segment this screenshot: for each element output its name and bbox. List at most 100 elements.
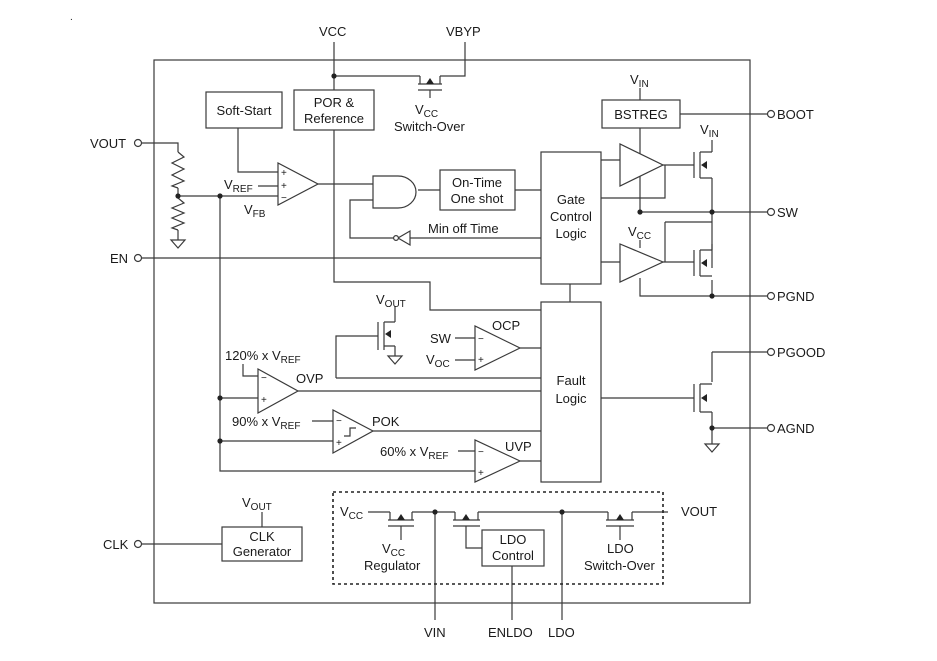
low-side-mosfet bbox=[688, 244, 713, 277]
vin-highside-label: VIN bbox=[700, 122, 719, 140]
pin-label-vout-left: VOUT bbox=[90, 136, 126, 151]
bstreg-label: BSTREG bbox=[614, 107, 667, 122]
ocp-sw-label: SW bbox=[430, 331, 452, 346]
vin-bstreg-label: VIN bbox=[630, 72, 649, 90]
gate-label-3: Logic bbox=[555, 226, 587, 241]
por-reference-block: POR & Reference bbox=[293, 89, 375, 131]
on-time-label-2: One shot bbox=[451, 191, 504, 206]
vcc-lowside-label: VCC bbox=[628, 224, 651, 242]
vout-clk-label: VOUT bbox=[242, 495, 272, 513]
vcc-regulator-mosfet bbox=[388, 512, 414, 527]
clk-gen-label-2: Generator bbox=[233, 544, 292, 559]
pin-label-pgnd: PGND bbox=[777, 289, 815, 304]
svg-text:+: + bbox=[478, 468, 484, 479]
pin-label-boot: BOOT bbox=[777, 107, 814, 122]
on-time-label-1: On-Time bbox=[452, 175, 502, 190]
svg-text:+: + bbox=[336, 438, 342, 449]
clk-generator-block: CLK Generator bbox=[221, 526, 303, 562]
soft-start-label: Soft-Start bbox=[217, 103, 272, 118]
ldo-ctrl-label-2: Control bbox=[492, 548, 534, 563]
vref-label: VREF bbox=[224, 177, 253, 195]
pin-label-enldo: ENLDO bbox=[488, 625, 533, 640]
pin-label-vbyp: VBYP bbox=[446, 24, 481, 39]
junction-dots bbox=[175, 73, 715, 515]
pin-label-ldo: LDO bbox=[548, 625, 575, 640]
min-off-buffer bbox=[393, 229, 411, 247]
pin-pgood bbox=[766, 347, 776, 357]
uvp-ref-label: 60% x VREF bbox=[380, 444, 448, 462]
voc-label: VOC bbox=[426, 352, 450, 370]
pin-label-vin: VIN bbox=[424, 625, 446, 640]
pin-label-agnd: AGND bbox=[777, 421, 815, 436]
pok-label: POK bbox=[372, 414, 400, 429]
on-time-block: On-Time One shot bbox=[439, 169, 516, 211]
ldo-ctrl-label-1: LDO bbox=[500, 532, 527, 547]
ldo-pass-mosfet bbox=[453, 512, 480, 527]
pin-label-vout-ldo: VOUT bbox=[681, 504, 717, 519]
svg-text:+: + bbox=[281, 168, 287, 179]
por-label-2: Reference bbox=[304, 111, 364, 126]
high-side-driver bbox=[619, 143, 665, 187]
soft-start-block: Soft-Start bbox=[205, 91, 283, 129]
vcc-switchover-label: Switch-Over bbox=[394, 119, 465, 134]
ocp-label: OCP bbox=[492, 318, 520, 333]
pin-label-vcc: VCC bbox=[319, 24, 346, 39]
pin-agnd bbox=[766, 423, 776, 433]
vfb-label: VFB bbox=[244, 202, 266, 220]
svg-text:+: + bbox=[261, 395, 267, 406]
ground-symbol-agnd bbox=[703, 443, 721, 453]
corner-mark: . bbox=[70, 12, 73, 23]
ocp-comparator: − + bbox=[474, 325, 522, 371]
vcc-regulator-vcc: VCC bbox=[382, 541, 405, 559]
pin-label-pgood: PGOOD bbox=[777, 345, 825, 360]
wires bbox=[142, 42, 767, 620]
ldo-section-outline bbox=[332, 491, 664, 585]
error-amplifier: + + − bbox=[277, 162, 320, 206]
ldo-switchover-mosfet bbox=[606, 512, 634, 527]
ldo-control-block: LDO Control bbox=[481, 529, 545, 567]
svg-text:−: − bbox=[478, 447, 484, 458]
ovp-label: OVP bbox=[296, 371, 323, 386]
pin-label-en: EN bbox=[110, 251, 128, 266]
vcc-ldo-input-label: VCC bbox=[340, 504, 363, 522]
svg-text:+: + bbox=[281, 181, 287, 192]
high-side-mosfet bbox=[688, 151, 712, 179]
vcc-switchover-mosfet bbox=[418, 76, 442, 98]
pin-boot bbox=[766, 109, 776, 119]
pin-sw bbox=[766, 207, 776, 217]
pgood-mosfet bbox=[688, 383, 712, 413]
ldo-switchover-label-1: LDO bbox=[607, 541, 634, 556]
fault-label-2: Logic bbox=[555, 391, 587, 406]
pin-label-sw: SW bbox=[777, 205, 799, 220]
low-side-driver bbox=[619, 243, 665, 283]
min-off-time-label: Min off Time bbox=[428, 221, 499, 236]
por-label-1: POR & bbox=[314, 95, 355, 110]
gate-control-logic-block: Gate Control Logic bbox=[540, 151, 602, 285]
vout-ocp-label: VOUT bbox=[376, 292, 406, 310]
gate-label-1: Gate bbox=[557, 192, 585, 207]
pin-clk bbox=[133, 539, 143, 549]
chip-outline bbox=[153, 59, 751, 604]
ovp-comparator: − + bbox=[257, 367, 300, 415]
feedback-resistor-top bbox=[170, 151, 186, 189]
ovp-ref-label: 120% x VREF bbox=[225, 348, 301, 366]
fault-logic-block: Fault Logic bbox=[540, 301, 602, 483]
uvp-label: UVP bbox=[505, 439, 532, 454]
uvp-comparator: − + bbox=[474, 439, 522, 483]
ground-symbol-divider bbox=[169, 239, 187, 249]
pin-pgnd bbox=[766, 291, 776, 301]
pin-en bbox=[133, 253, 143, 263]
pin-label-clk: CLK bbox=[103, 537, 129, 552]
svg-text:+: + bbox=[478, 355, 484, 366]
pok-comparator: − + bbox=[332, 409, 375, 455]
pok-ref-label: 90% x VREF bbox=[232, 414, 300, 432]
bstreg-block: BSTREG bbox=[601, 99, 681, 129]
svg-text:−: − bbox=[281, 193, 287, 204]
ldo-switchover-label-2: Switch-Over bbox=[584, 558, 655, 573]
ground-symbol-ocp bbox=[386, 355, 404, 365]
clk-gen-label-1: CLK bbox=[249, 529, 275, 544]
svg-text:−: − bbox=[478, 334, 484, 345]
vcc-switchover-vcc: VCC bbox=[415, 102, 438, 120]
gate-label-2: Control bbox=[550, 209, 592, 224]
